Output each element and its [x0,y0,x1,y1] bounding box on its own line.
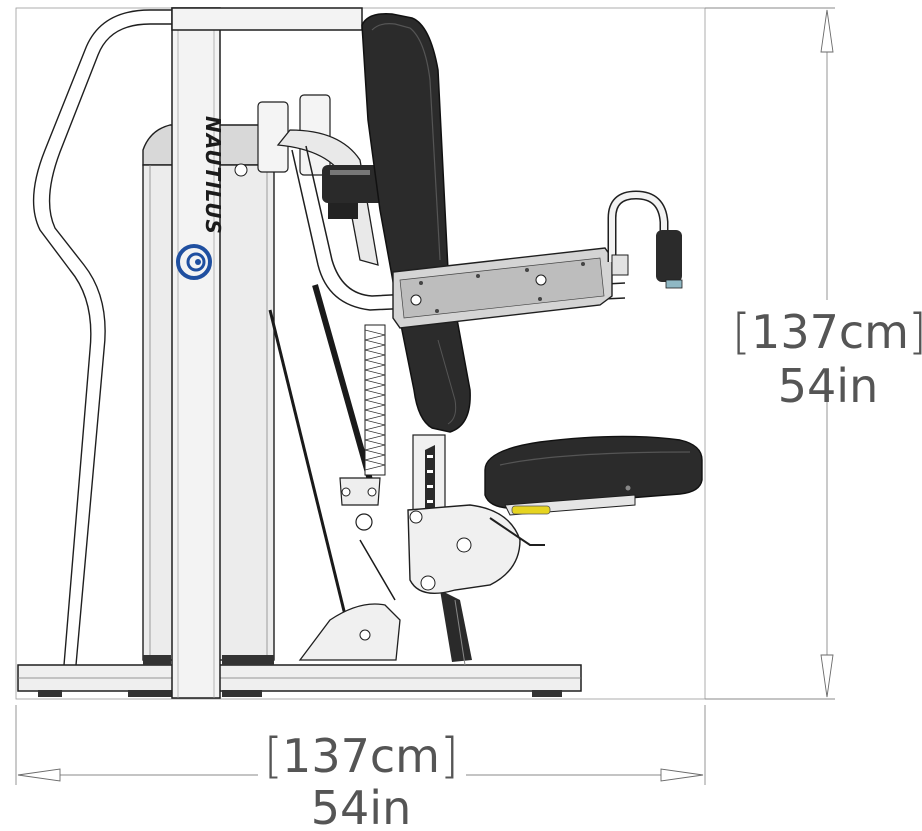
arrow-down-icon [820,654,834,698]
seat-cushion [484,435,703,516]
arrow-right-icon [660,768,704,782]
arrow-left-icon [17,768,61,782]
width-bracket-left: [ [264,728,283,784]
bounding-box [15,7,706,700]
height-bracket-right: ] [908,304,922,360]
nautilus-swirl-icon [176,244,212,280]
width-metric-label: 137cm [282,729,440,783]
nautilus-logo: NAUTILUS [176,116,225,280]
brand-wordmark: NAUTILUS [201,116,225,235]
height-imperial-label: 54in [778,359,878,413]
link-bracket [339,477,381,531]
base-plate [17,664,582,697]
seat-bracket [407,504,545,594]
curved-arm-tube [291,145,626,311]
height-metric-label: 137cm [751,305,909,359]
width-bracket-right: ] [440,728,459,784]
arm-pad [392,247,613,329]
width-dimension: [ 137cm ] 54in [15,705,706,831]
cable-belt [268,284,396,616]
arrow-up-icon [820,9,834,53]
width-imperial-label: 54in [311,781,411,831]
tension-spring [364,324,386,476]
main-upright-post [171,7,363,699]
height-dimension: [ 137cm ] 54in [705,7,922,700]
foot-stand [298,603,401,661]
grip-handle [607,190,683,289]
back-pad [361,12,471,433]
curved-frame-tube [32,9,172,666]
seat-adjust-lever [511,505,551,515]
height-bracket-left: [ [732,304,751,360]
